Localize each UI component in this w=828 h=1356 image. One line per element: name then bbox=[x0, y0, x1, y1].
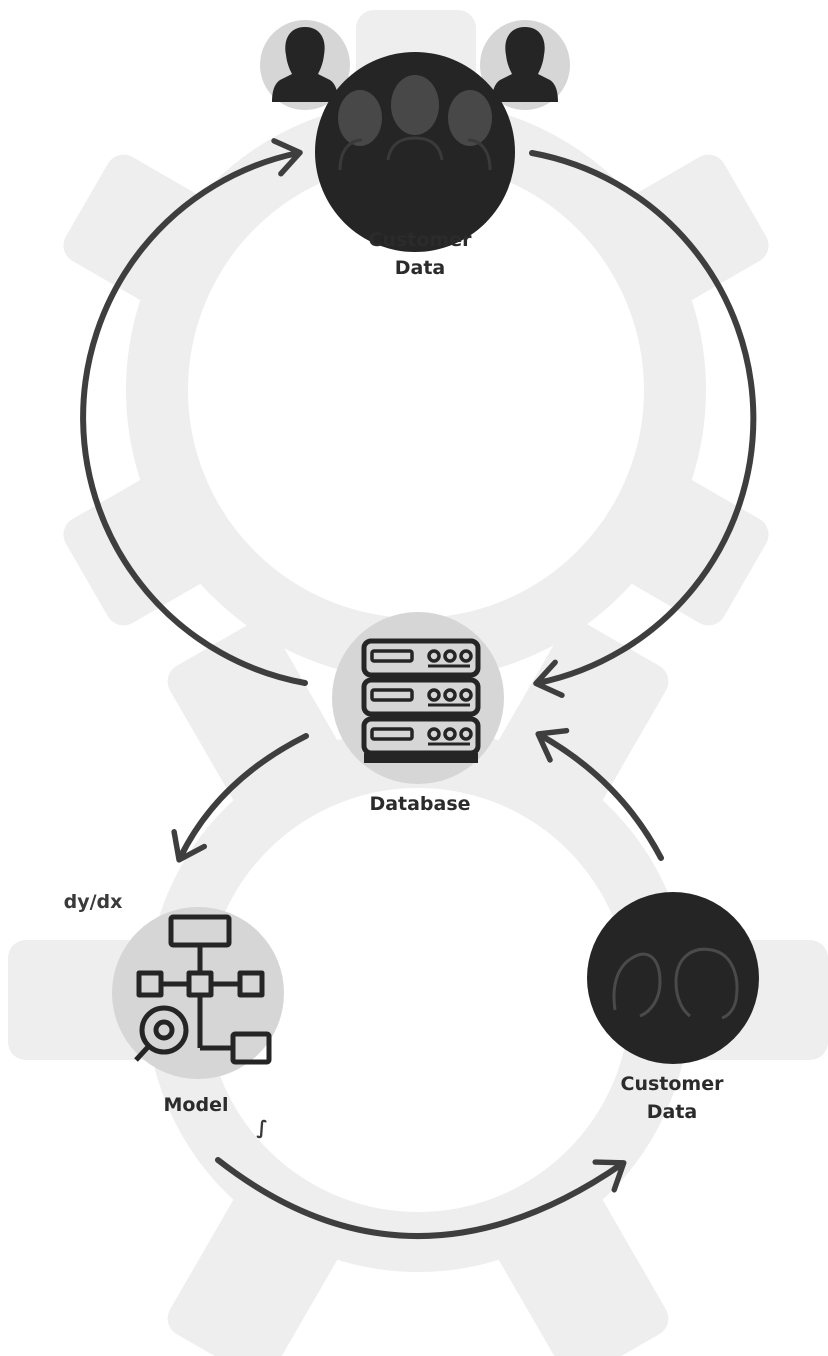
node-customer-group-top: Customer Data bbox=[260, 20, 570, 279]
person-right-icon bbox=[492, 27, 558, 102]
arrow-model-to-bottom-pair bbox=[215, 1157, 627, 1239]
bottom-pair-label-line1: Customer bbox=[621, 1073, 725, 1095]
top-group-label-line2: Data bbox=[395, 257, 446, 279]
bottom-pair-label-line2: Data bbox=[647, 1101, 698, 1123]
arrow-database-to-top-group bbox=[80, 138, 308, 686]
node-model: Model bbox=[112, 907, 284, 1116]
two-people-outlines bbox=[612, 947, 739, 1020]
node-customer-pair-bottom: Customer Data bbox=[587, 892, 759, 1123]
two-people-icon bbox=[587, 892, 759, 1064]
top-group-label-line1: Customer bbox=[369, 229, 473, 251]
model-label: Model bbox=[164, 1094, 229, 1116]
person-left-icon bbox=[272, 27, 338, 102]
node-database: Database bbox=[332, 612, 504, 815]
flowchart-icon bbox=[134, 914, 272, 1065]
server-rack-icon bbox=[361, 638, 481, 756]
people-group-icon bbox=[315, 52, 515, 252]
arrow-top-group-to-database bbox=[529, 150, 757, 698]
cycle-arrows bbox=[80, 138, 757, 1239]
arrow-database-to-model bbox=[171, 733, 309, 863]
people-group-silhouettes bbox=[338, 75, 492, 146]
integral-annotation: ∫ bbox=[256, 1117, 268, 1139]
server-rack-base bbox=[364, 753, 478, 763]
arrow-bottom-pair-to-database bbox=[535, 727, 664, 861]
database-label: Database bbox=[369, 793, 470, 815]
people-group-outlines bbox=[338, 136, 492, 171]
derivative-annotation: dy/dx bbox=[64, 891, 123, 913]
